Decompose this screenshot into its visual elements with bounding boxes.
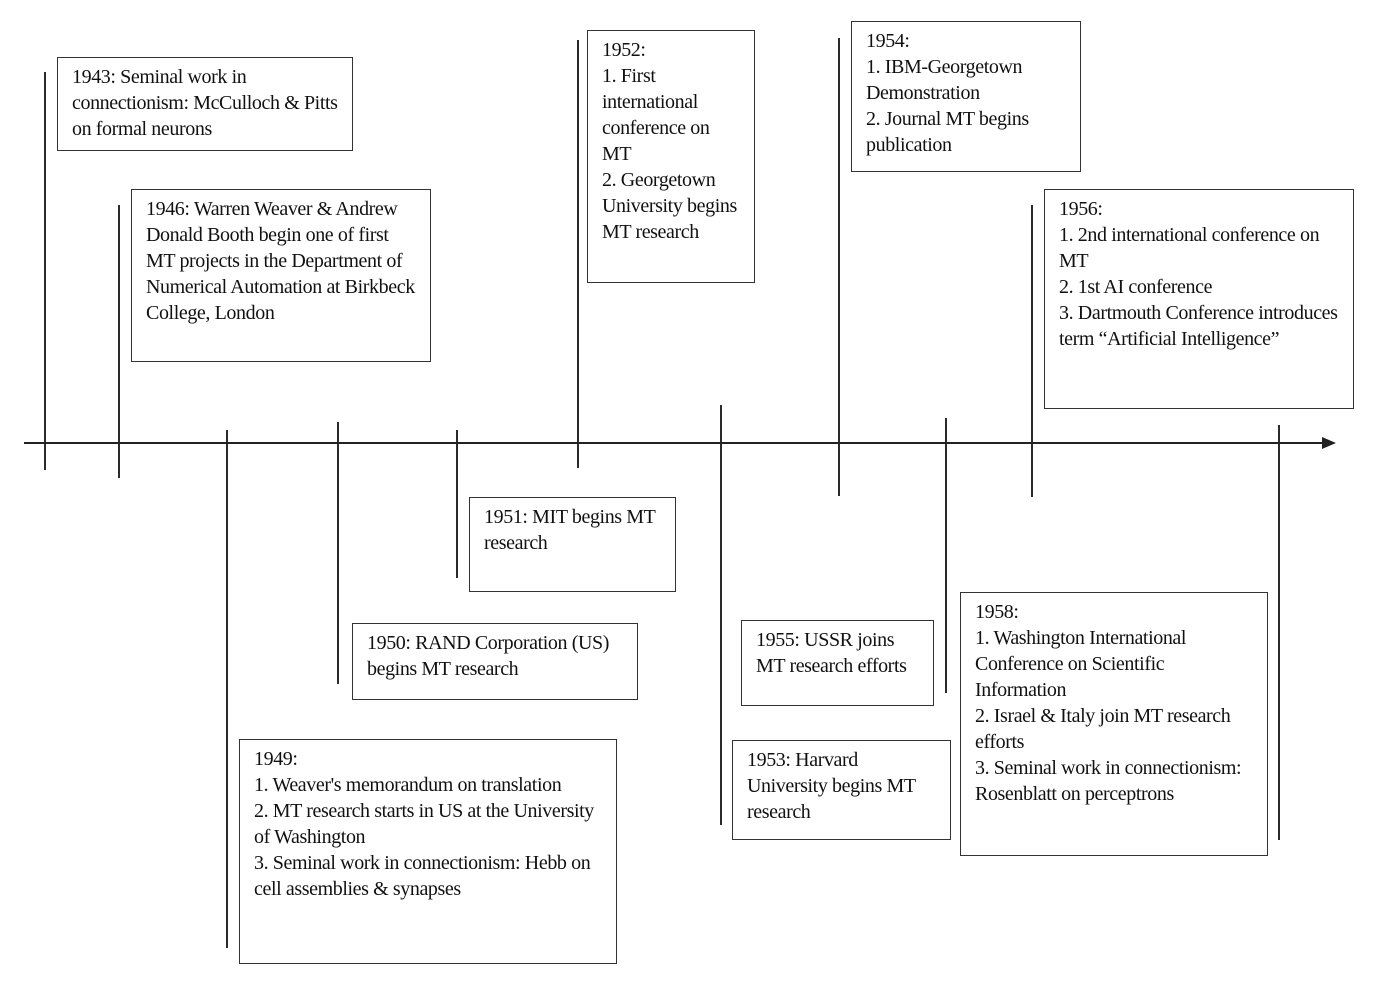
event-item: 3. Seminal work in connectionism: Hebb o… bbox=[254, 852, 595, 900]
event-text: 1950: RAND Corporation (US) begins MT re… bbox=[367, 632, 614, 680]
event-year: 1952: bbox=[602, 39, 646, 61]
event-text: 1953: Harvard University begins MT resea… bbox=[747, 749, 920, 823]
connector-1954 bbox=[838, 38, 840, 496]
event-text: 1943: Seminal work in connectionism: McC… bbox=[72, 66, 343, 140]
timeline-axis bbox=[24, 442, 1326, 444]
connector-1956 bbox=[1031, 205, 1033, 497]
connector-1953 bbox=[720, 405, 722, 825]
connector-1943 bbox=[44, 72, 46, 470]
event-text: 1951: MIT begins MT research bbox=[484, 506, 660, 554]
connector-1946 bbox=[118, 205, 120, 478]
connector-1949 bbox=[226, 430, 228, 948]
event-box-1958: 1958: 1. Washington International Confer… bbox=[960, 592, 1268, 856]
event-text: 1955: USSR joins MT research efforts bbox=[756, 629, 907, 677]
event-box-1951: 1951: MIT begins MT research bbox=[469, 497, 676, 592]
event-box-1956: 1956: 1. 2nd international conference on… bbox=[1044, 189, 1354, 409]
axis-arrowhead-icon bbox=[1322, 437, 1336, 449]
event-item: 2. Georgetown University begins MT resea… bbox=[602, 169, 742, 243]
event-box-1955: 1955: USSR joins MT research efforts bbox=[741, 620, 934, 706]
event-box-1950: 1950: RAND Corporation (US) begins MT re… bbox=[352, 623, 638, 700]
event-text: 1946: Warren Weaver & Andrew Donald Boot… bbox=[146, 198, 420, 324]
event-item: 3. Seminal work in connectionism: Rosenb… bbox=[975, 757, 1246, 805]
connector-1955 bbox=[945, 418, 947, 693]
event-item: 2. 1st AI conference bbox=[1059, 276, 1213, 298]
event-item: 2. MT research starts in US at the Unive… bbox=[254, 800, 599, 848]
event-box-1946: 1946: Warren Weaver & Andrew Donald Boot… bbox=[131, 189, 431, 362]
event-box-1952: 1952: 1. First international conference … bbox=[587, 30, 755, 283]
connector-1951 bbox=[456, 430, 458, 578]
event-year: 1958: bbox=[975, 601, 1019, 623]
event-item: 1. 2nd international conference on MT bbox=[1059, 224, 1324, 272]
event-item: 2. Journal MT begins publication bbox=[866, 108, 1034, 156]
event-box-1949: 1949: 1. Weaver's memorandum on translat… bbox=[239, 739, 617, 964]
event-box-1953: 1953: Harvard University begins MT resea… bbox=[732, 740, 951, 840]
event-box-1943: 1943: Seminal work in connectionism: McC… bbox=[57, 57, 353, 151]
event-item: 2. Israel & Italy join MT research effor… bbox=[975, 705, 1235, 753]
connector-1950 bbox=[337, 422, 339, 684]
event-year: 1954: bbox=[866, 30, 910, 52]
event-year: 1949: bbox=[254, 748, 298, 770]
event-item: 1. First international conference on MT bbox=[602, 65, 715, 165]
event-box-1954: 1954: 1. IBM-Georgetown Demonstration 2.… bbox=[851, 21, 1081, 172]
connector-1958 bbox=[1278, 425, 1280, 840]
connector-1952 bbox=[577, 40, 579, 468]
event-item: 1. IBM-Georgetown Demonstration bbox=[866, 56, 1027, 104]
event-item: 1. Washington International Conference o… bbox=[975, 627, 1191, 701]
event-year: 1956: bbox=[1059, 198, 1103, 220]
event-item: 3. Dartmouth Conference introduces term … bbox=[1059, 302, 1343, 350]
event-item: 1. Weaver's memorandum on translation bbox=[254, 774, 562, 796]
